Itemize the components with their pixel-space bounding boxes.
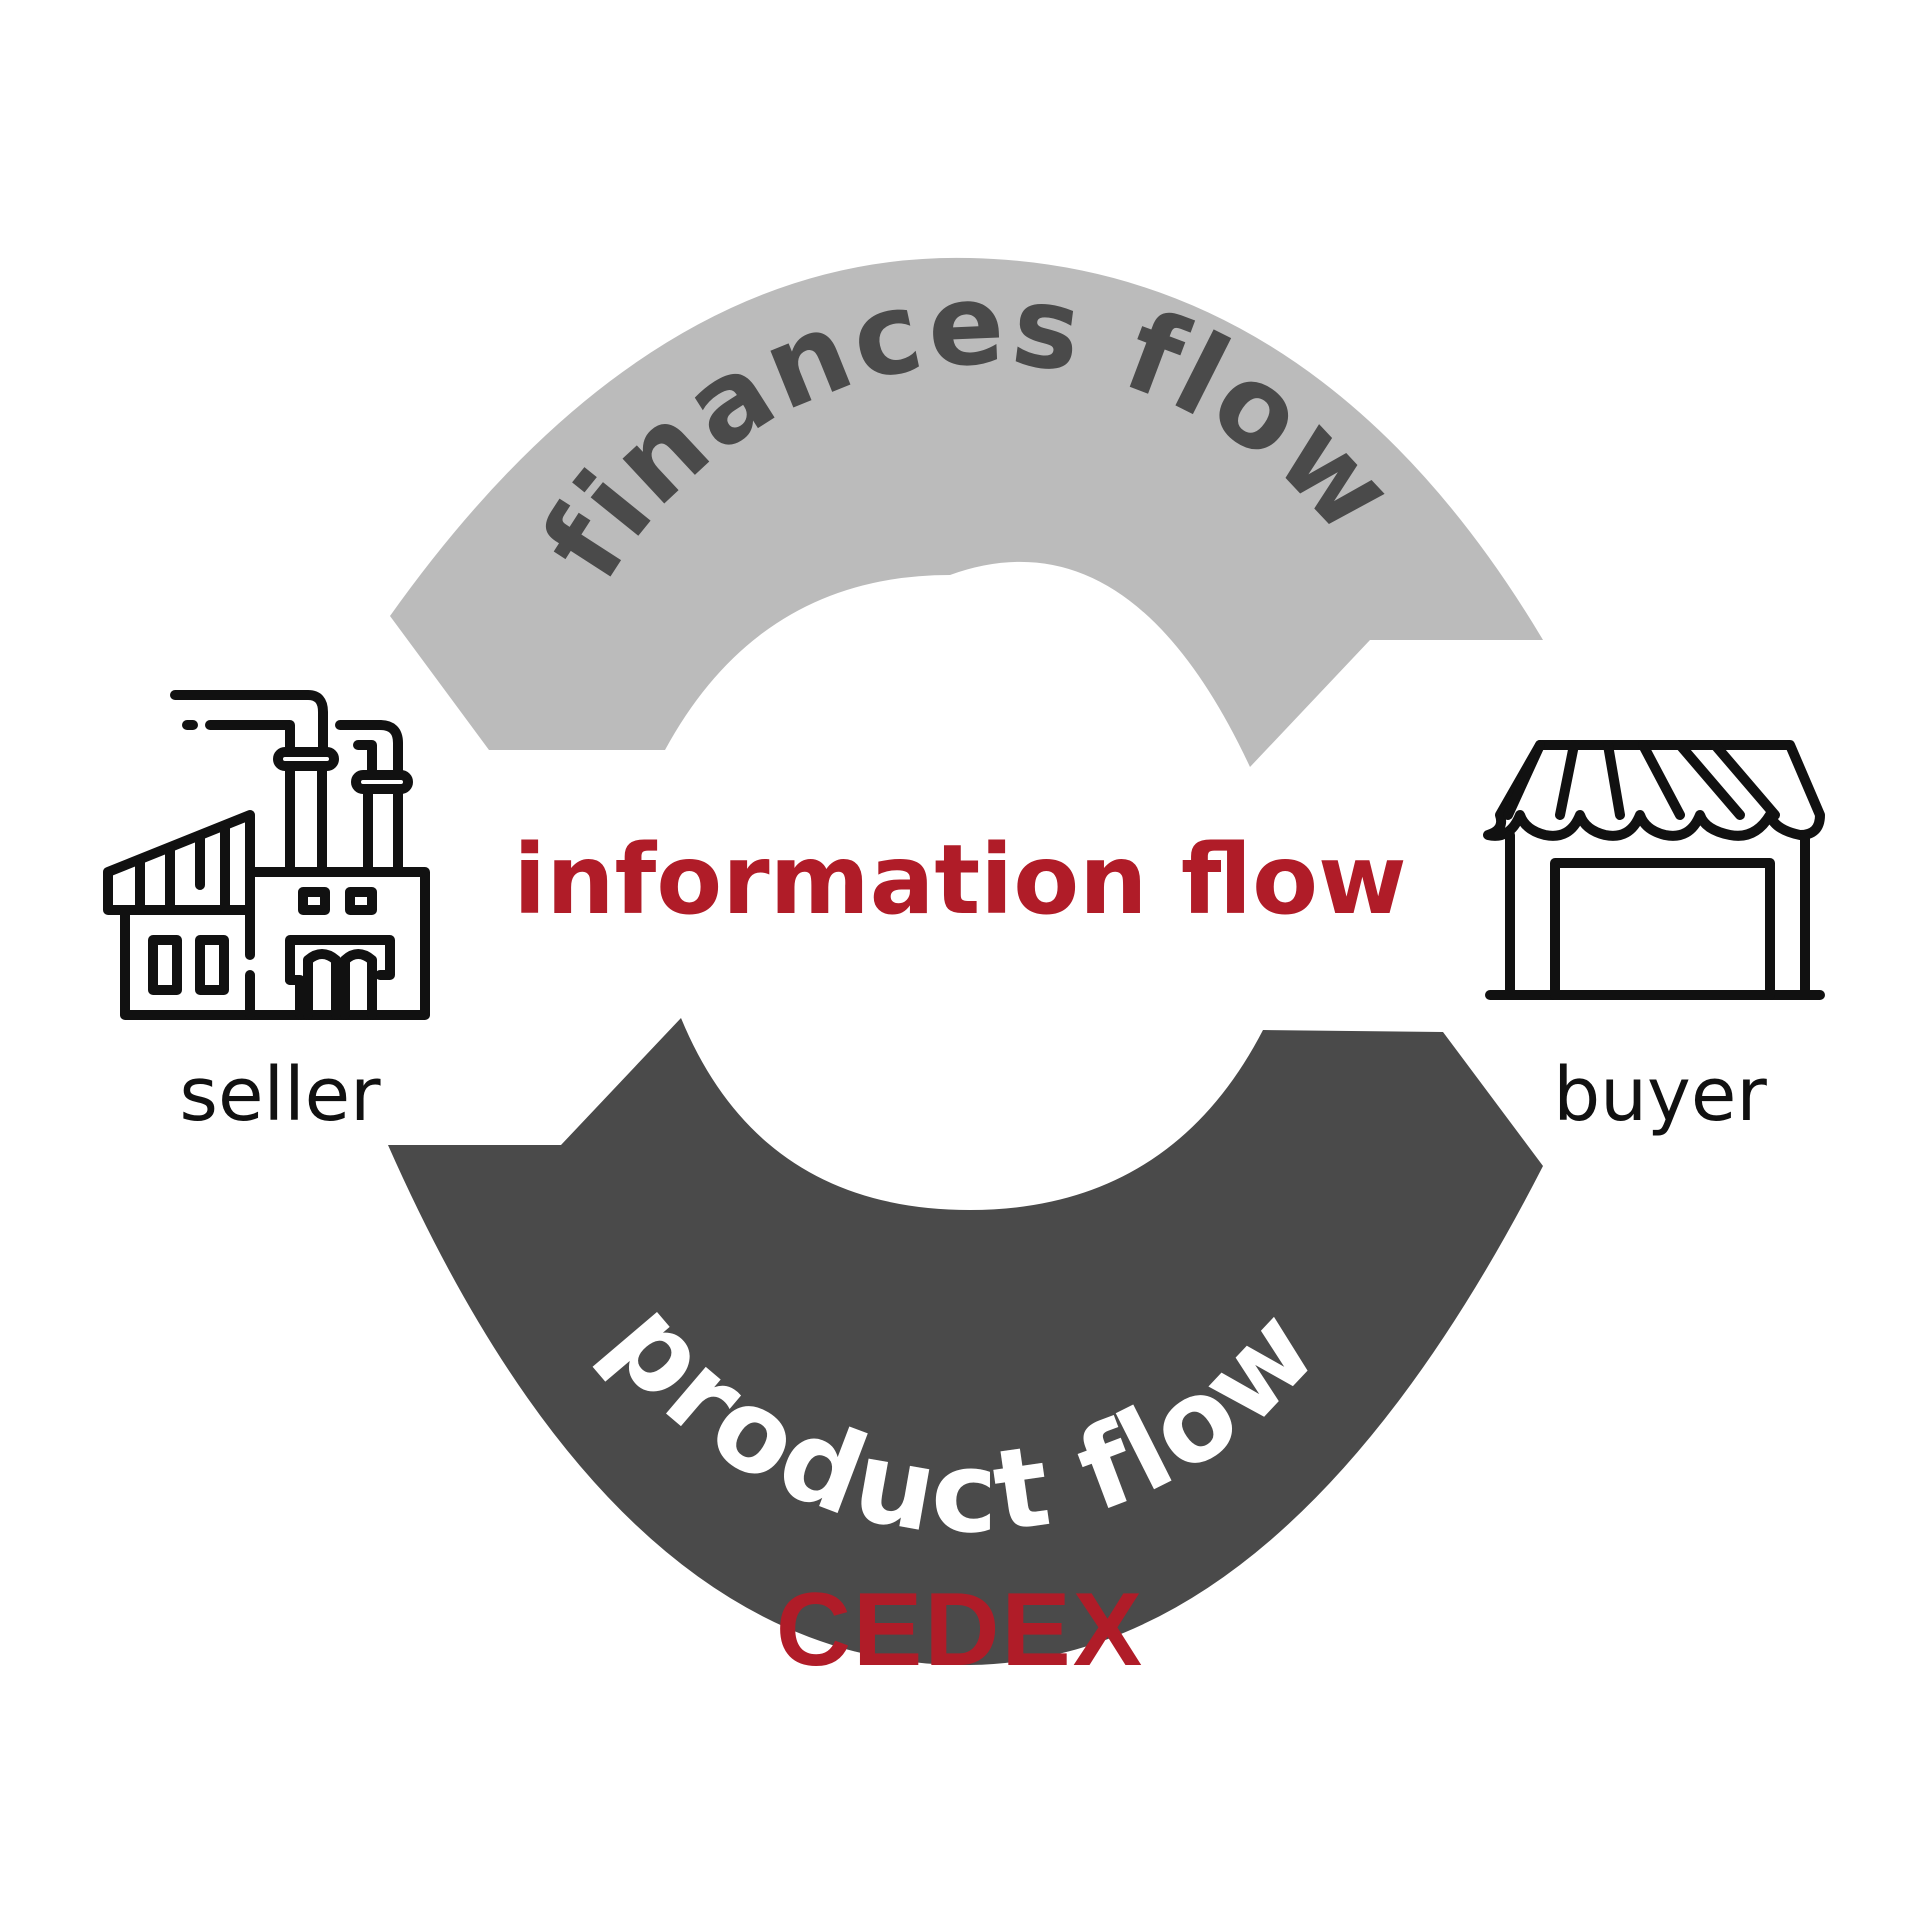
information-flow-label: information flow	[513, 824, 1407, 936]
factory-icon	[103, 690, 430, 1020]
finances-flow-arrow	[390, 257, 1543, 767]
buyer-label: buyer	[1553, 1052, 1767, 1138]
storefront-icon	[1483, 740, 1825, 1000]
product-flow-arrow	[388, 1018, 1543, 1666]
seller-label: seller	[179, 1052, 381, 1138]
brand-logo: CEDEX	[775, 1572, 1145, 1688]
